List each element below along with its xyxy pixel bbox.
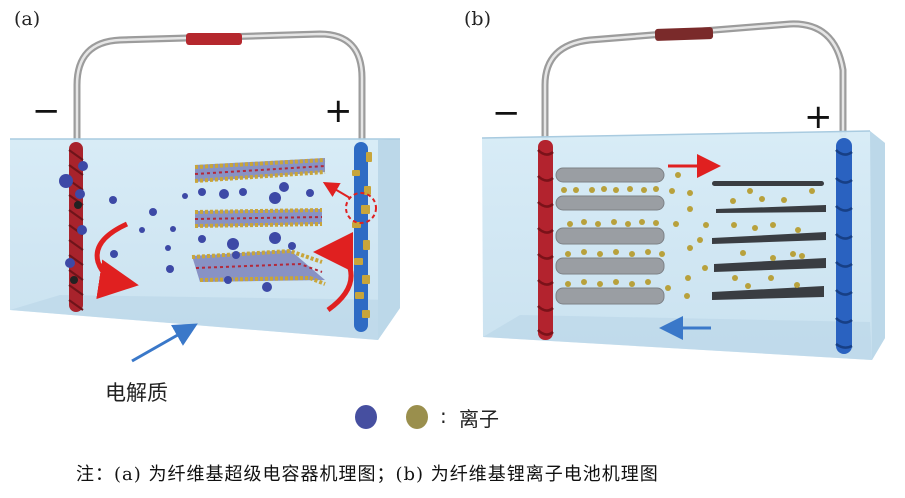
panel-b-label: (b) bbox=[464, 8, 491, 30]
panel-a-ions bbox=[109, 182, 314, 292]
panel-a-connector-sleeve bbox=[186, 33, 242, 45]
panel-a-negative-sign: − bbox=[32, 91, 61, 131]
panel-b-cathode-layers bbox=[712, 181, 826, 300]
panel-a-positive-sign: + bbox=[324, 91, 353, 131]
panel-a-supercapacitor bbox=[10, 30, 400, 363]
figure-caption: 注：(a) 为纤维基超级电容器机理图；(b) 为纤维基锂离子电池机理图 bbox=[76, 464, 659, 485]
panel-a-positive-electrode bbox=[322, 142, 377, 332]
legend-ion-blue bbox=[355, 405, 377, 429]
panel-a-layered-material bbox=[191, 158, 326, 286]
legend-label: 离子 bbox=[459, 407, 499, 431]
panel-b-li-ion-battery bbox=[481, 20, 885, 360]
layer-stack bbox=[194, 208, 323, 228]
panel-b-ions bbox=[561, 172, 815, 299]
legend bbox=[355, 405, 428, 429]
panel-b-connector-sleeve bbox=[654, 27, 714, 41]
legend-ion-gold bbox=[406, 405, 428, 429]
layer-stack bbox=[191, 248, 326, 286]
panel-b-positive-sign: + bbox=[804, 97, 833, 137]
legend-separator: : bbox=[440, 404, 447, 428]
electrolyte-label: 电解质 bbox=[105, 381, 168, 405]
panel-b-anode-layers bbox=[555, 167, 665, 305]
panel-b-negative-electrode bbox=[537, 140, 554, 340]
layer-stack bbox=[194, 158, 326, 183]
panel-b-negative-sign: − bbox=[492, 93, 521, 133]
panel-a-charge-arrow-left bbox=[94, 221, 139, 300]
panel-a-negative-electrode bbox=[59, 142, 88, 312]
panel-a-electrolyte-pointer bbox=[131, 323, 198, 363]
panel-b-positive-electrode bbox=[835, 138, 853, 354]
panel-a-wire bbox=[73, 30, 366, 144]
panel-a-charge-arrow-right bbox=[313, 232, 354, 313]
panel-a-zoom-highlight bbox=[345, 192, 377, 224]
panel-a-label: (a) bbox=[14, 8, 41, 30]
